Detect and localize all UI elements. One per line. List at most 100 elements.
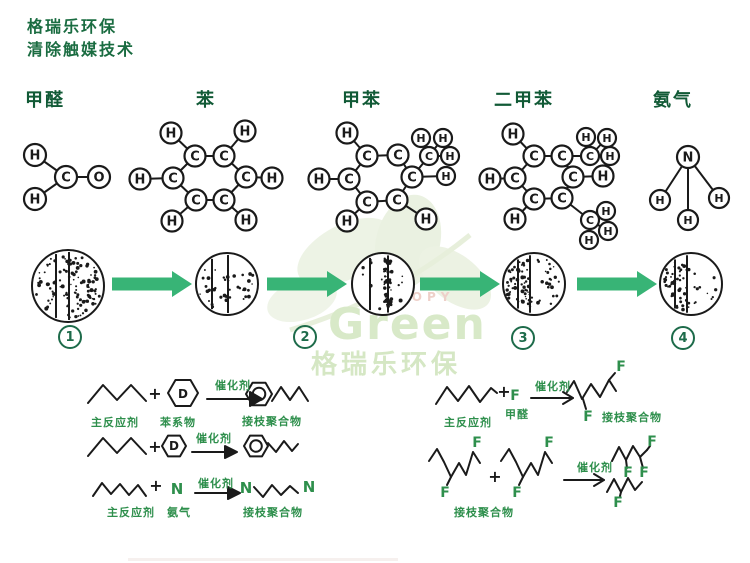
particle-dot [401,275,404,278]
particle-dot [557,280,560,283]
atom-symbol: C [393,149,403,164]
atom-circle [385,188,409,212]
particle-dot [93,276,97,280]
particle-dot [384,267,388,271]
nitrogen-letter: N [171,480,184,498]
particle-dot [684,298,688,302]
particle-dot [383,270,386,273]
fluorine-letter: F [440,485,450,501]
atom-circle [550,186,574,210]
atom-symbol: H [135,173,146,188]
atom-circle [578,229,600,251]
particle-dot [527,277,530,280]
label-benzene-series: 苯系物 [160,416,196,429]
atom-circle [212,188,236,212]
atom-symbol: H [240,125,251,140]
branch-bond [518,476,524,486]
catalyst-arrow-head [562,397,574,405]
particle-dot [386,303,389,307]
particle-dot [553,275,557,279]
branch-bond [639,456,644,469]
particle-dot [214,286,217,290]
atom-symbol: H [441,170,450,183]
process-stage [659,252,723,316]
particle-dot [679,296,682,300]
particle-dot [384,294,388,298]
particle-dot [693,285,696,289]
particle-dot [510,268,514,272]
atom-symbol: H [655,194,664,207]
particle-dot [208,300,210,302]
particle-dot [682,264,687,269]
particle-dot [91,302,95,306]
atom-symbol: H [421,213,432,228]
particle-dot [79,314,82,317]
particle-dot [79,303,83,307]
particle-dot [92,297,96,301]
particle-dot [549,302,553,306]
atom-symbol: C [586,150,594,163]
particle-dot [206,276,211,281]
atom-symbol: C [168,172,178,187]
particle-dot [678,278,682,282]
particle-dot [386,275,389,278]
label-main-reactant: 主反应剂 [107,506,155,519]
label-toluene: 甲苯 [342,90,382,111]
particle-dot [526,302,530,306]
particle-dot [674,299,676,302]
particle-dot [525,289,529,292]
atom-circle [161,166,185,190]
particle-dot [545,259,548,261]
label-benzene: 苯 [196,90,216,111]
particle-dot [528,293,530,296]
atom-symbol: H [510,213,521,228]
atom-symbol: C [529,193,539,208]
atom-symbol: H [485,173,496,188]
particle-dot [74,257,77,260]
atom-circle [159,121,183,145]
particle-dot [544,270,547,273]
atom-symbol: C [568,171,578,186]
particle-dot [87,294,91,299]
particle-dot [706,292,709,295]
leaf-shape [297,217,393,287]
particle-dot [90,274,92,276]
particle-dot [523,282,526,284]
particle-dot [94,302,97,305]
atom-symbol: C [407,171,417,186]
particle-dot [37,283,41,288]
particle-dot [663,280,667,284]
particle-dot [241,273,244,277]
particle-dot [75,289,78,291]
atom-symbol: C [510,172,520,187]
particle-dot [383,286,385,288]
benzene-hexagon [243,434,269,458]
stage-circle [351,252,415,316]
particle-dot [677,288,682,293]
particle-dot [228,296,232,299]
plus-sign: + [488,467,501,486]
plus-sign: + [149,476,162,495]
particle-dot [685,286,688,289]
reaction-left-3: + N N N [92,476,315,500]
particle-dot [232,274,236,278]
particle-dot [677,266,681,270]
particle-dot [54,288,57,291]
particle-dot [682,277,685,280]
branch-bond [582,398,587,410]
atom-circle [435,165,457,187]
benzene-inner-circle [251,386,267,402]
particle-dot [65,259,69,264]
reaction-left-1: + D [87,379,309,407]
particle-dot [75,265,80,270]
branch-bond [619,491,622,497]
fluorine-letter: F [613,495,623,511]
particle-dot [712,276,716,280]
particle-dot [211,305,215,309]
atom-circle [22,142,48,168]
particle-dot [74,292,77,294]
atom-symbol: C [557,192,567,207]
nitrogen-letter: N [240,479,253,497]
